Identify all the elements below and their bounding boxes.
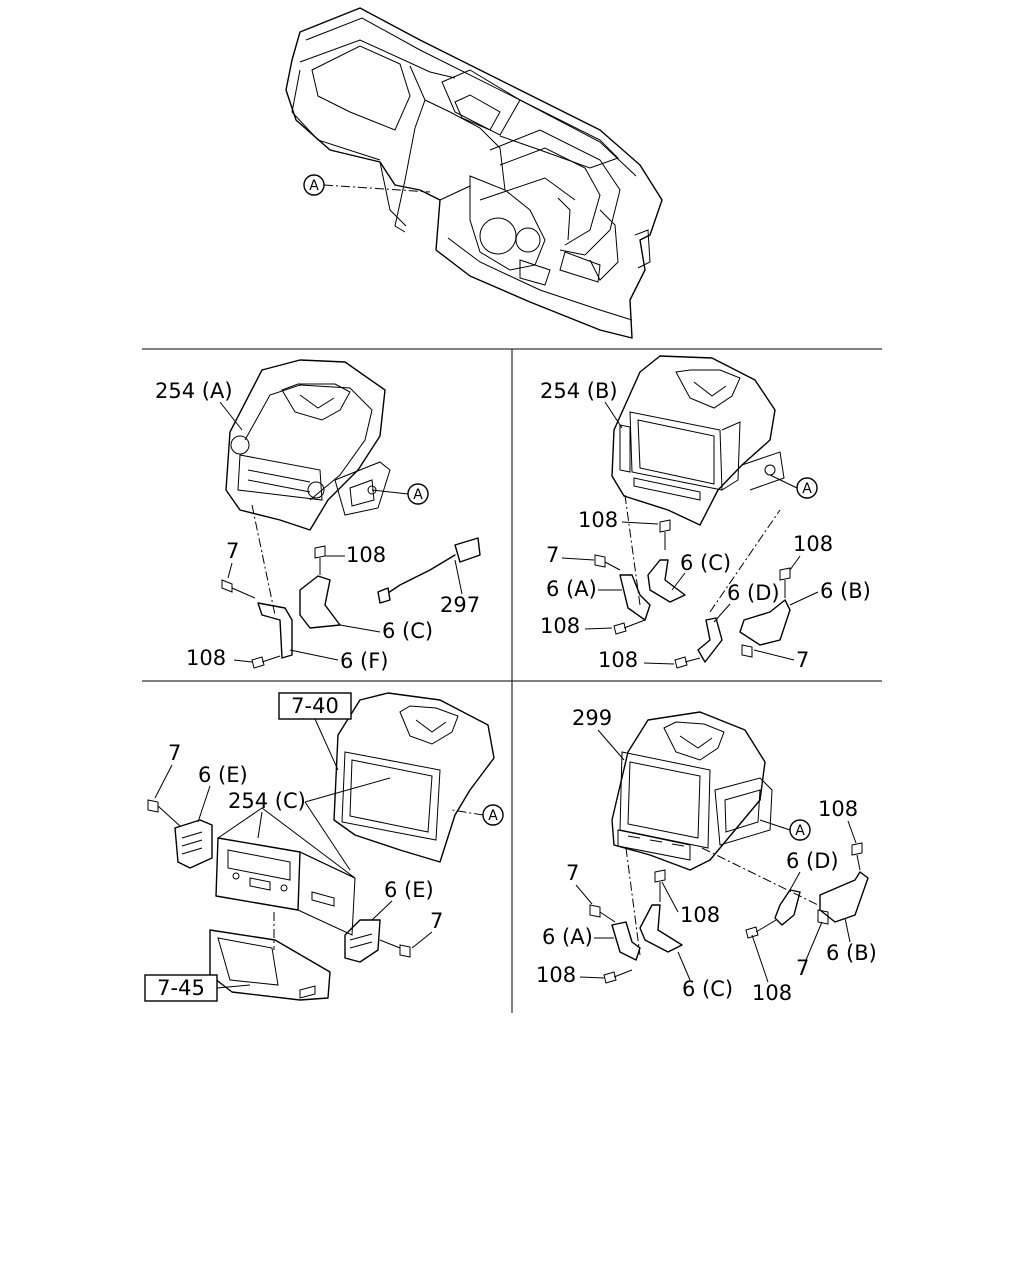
label-p1-bolt-108-b: 108 xyxy=(186,646,226,670)
label-p2-bolt-108-b: 108 xyxy=(540,614,580,638)
label-p1-bolt-7: 7 xyxy=(226,539,239,563)
label-p2-bracket-6a: 6 (A) xyxy=(546,577,597,601)
ref-box-7-40 xyxy=(278,692,352,720)
label-p4-bracket-6b: 6 (B) xyxy=(826,941,877,965)
label-254a: 254 (A) xyxy=(155,379,233,403)
callout-a-panel2-label: A xyxy=(802,481,812,497)
label-254c: 254 (C) xyxy=(228,789,306,813)
label-254b: 254 (B) xyxy=(540,379,618,403)
label-p4-bolt-108-d: 108 xyxy=(752,981,792,1005)
label-p4-bolt-7-b: 7 xyxy=(796,956,809,980)
label-p4-bracket-6a: 6 (A) xyxy=(542,925,593,949)
label-p3-bolt-7-a: 7 xyxy=(168,741,181,765)
callout-a-panel4-label: A xyxy=(795,823,805,839)
label-p1-bolt-108-a: 108 xyxy=(346,543,386,567)
label-p3-bracket-6e-a: 6 (E) xyxy=(198,763,248,787)
label-p4-bolt-108-b: 108 xyxy=(680,903,720,927)
label-p4-bolt-7-a: 7 xyxy=(566,861,579,885)
label-p4-bolt-108-c: 108 xyxy=(536,963,576,987)
label-ref-7-45: 7-45 xyxy=(157,976,205,1000)
label-p2-bracket-6d: 6 (D) xyxy=(727,581,780,605)
label-p1-bracket-6c: 6 (C) xyxy=(382,619,433,643)
label-p1-cable-297: 297 xyxy=(440,593,480,617)
label-p4-bolt-108-a: 108 xyxy=(818,797,858,821)
panel2-labels: 254 (B) 108 7 6 (A) 6 (C) 108 6 (D) 108 … xyxy=(540,379,871,672)
panel-dividers xyxy=(142,348,882,1013)
panel-254c xyxy=(147,692,495,1001)
label-p4-bracket-6c: 6 (C) xyxy=(682,977,733,1001)
label-p2-bolt-108-a: 108 xyxy=(578,508,618,532)
label-p3-bracket-6e-b: 6 (E) xyxy=(384,878,434,902)
label-p2-bracket-6c: 6 (C) xyxy=(680,551,731,575)
dashboard-illustration xyxy=(285,7,663,339)
callout-a-panel2: A xyxy=(769,474,818,499)
label-p2-bracket-6b: 6 (B) xyxy=(820,579,871,603)
label-299: 299 xyxy=(572,706,612,730)
panel3-labels: 7-40 7 6 (E) 254 (C) 6 (E) 7 7-45 xyxy=(144,692,443,1002)
panel1-labels: 254 (A) 7 108 108 6 (C) 6 (F) 297 xyxy=(155,379,480,673)
panel-254b xyxy=(594,355,791,669)
callout-a-panel3: A xyxy=(451,804,504,826)
label-p2-bolt-7-b: 7 xyxy=(796,648,809,672)
callout-a-panel3-label: A xyxy=(488,808,498,824)
label-p3-bolt-7-b: 7 xyxy=(430,909,443,933)
label-p2-bolt-108-c: 108 xyxy=(793,532,833,556)
label-p4-bracket-6d: 6 (D) xyxy=(786,849,839,873)
callout-a-panel4: A xyxy=(759,819,811,841)
label-ref-7-40: 7-40 xyxy=(291,694,339,718)
callout-a-panel1: A xyxy=(371,483,429,505)
label-p2-bolt-7-a: 7 xyxy=(546,543,559,567)
callout-a-panel1-label: A xyxy=(413,487,423,503)
callout-a-top: A xyxy=(303,174,431,196)
label-p1-bracket-6f: 6 (F) xyxy=(340,649,389,673)
panel-254a xyxy=(221,359,481,669)
panel4-labels: 299 108 6 (D) 7 108 6 (A) 108 6 (C) 108 … xyxy=(536,706,877,1005)
callout-a-top-label: A xyxy=(309,178,319,194)
label-p2-bolt-108-d: 108 xyxy=(598,648,638,672)
panel-299 xyxy=(589,711,869,984)
